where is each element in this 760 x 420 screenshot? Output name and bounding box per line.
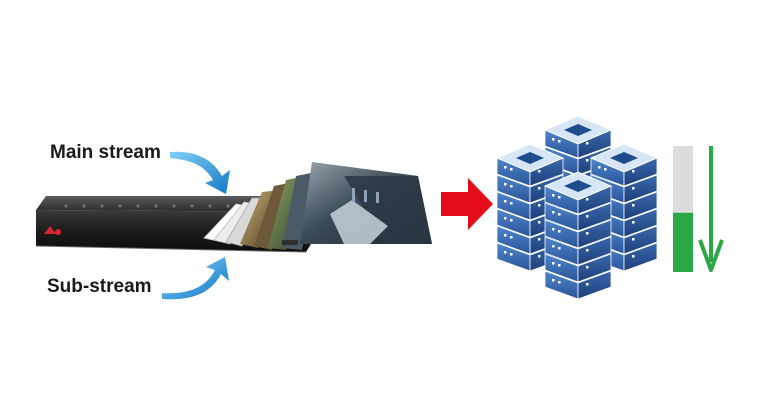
- main-stream-label: Main stream: [50, 142, 161, 163]
- server-unit: [544, 253, 612, 283]
- server-tower: [543, 171, 613, 300]
- green-down-arrow-icon: [698, 146, 724, 272]
- server-top: [589, 143, 659, 173]
- server-unit: [544, 219, 612, 249]
- server-top: [543, 171, 613, 201]
- nvr-logo-icon: [44, 226, 61, 235]
- server-top: [543, 115, 613, 145]
- server-tower: [589, 143, 659, 272]
- server-unit: [544, 236, 612, 266]
- red-right-arrow-icon: [441, 178, 493, 230]
- sub-stream-arrow-icon: [162, 257, 229, 300]
- server-unit: [544, 202, 612, 232]
- sub-stream-label: Sub-stream: [47, 276, 152, 297]
- main-stream-arrow-icon: [170, 151, 230, 194]
- video-frames-icon: [203, 162, 432, 250]
- server-unit: [544, 270, 612, 300]
- storage-bar-fill: [673, 212, 693, 272]
- storage-bar-icon: [673, 146, 693, 272]
- server-top: [495, 143, 565, 173]
- server-stack-icon: [495, 115, 659, 300]
